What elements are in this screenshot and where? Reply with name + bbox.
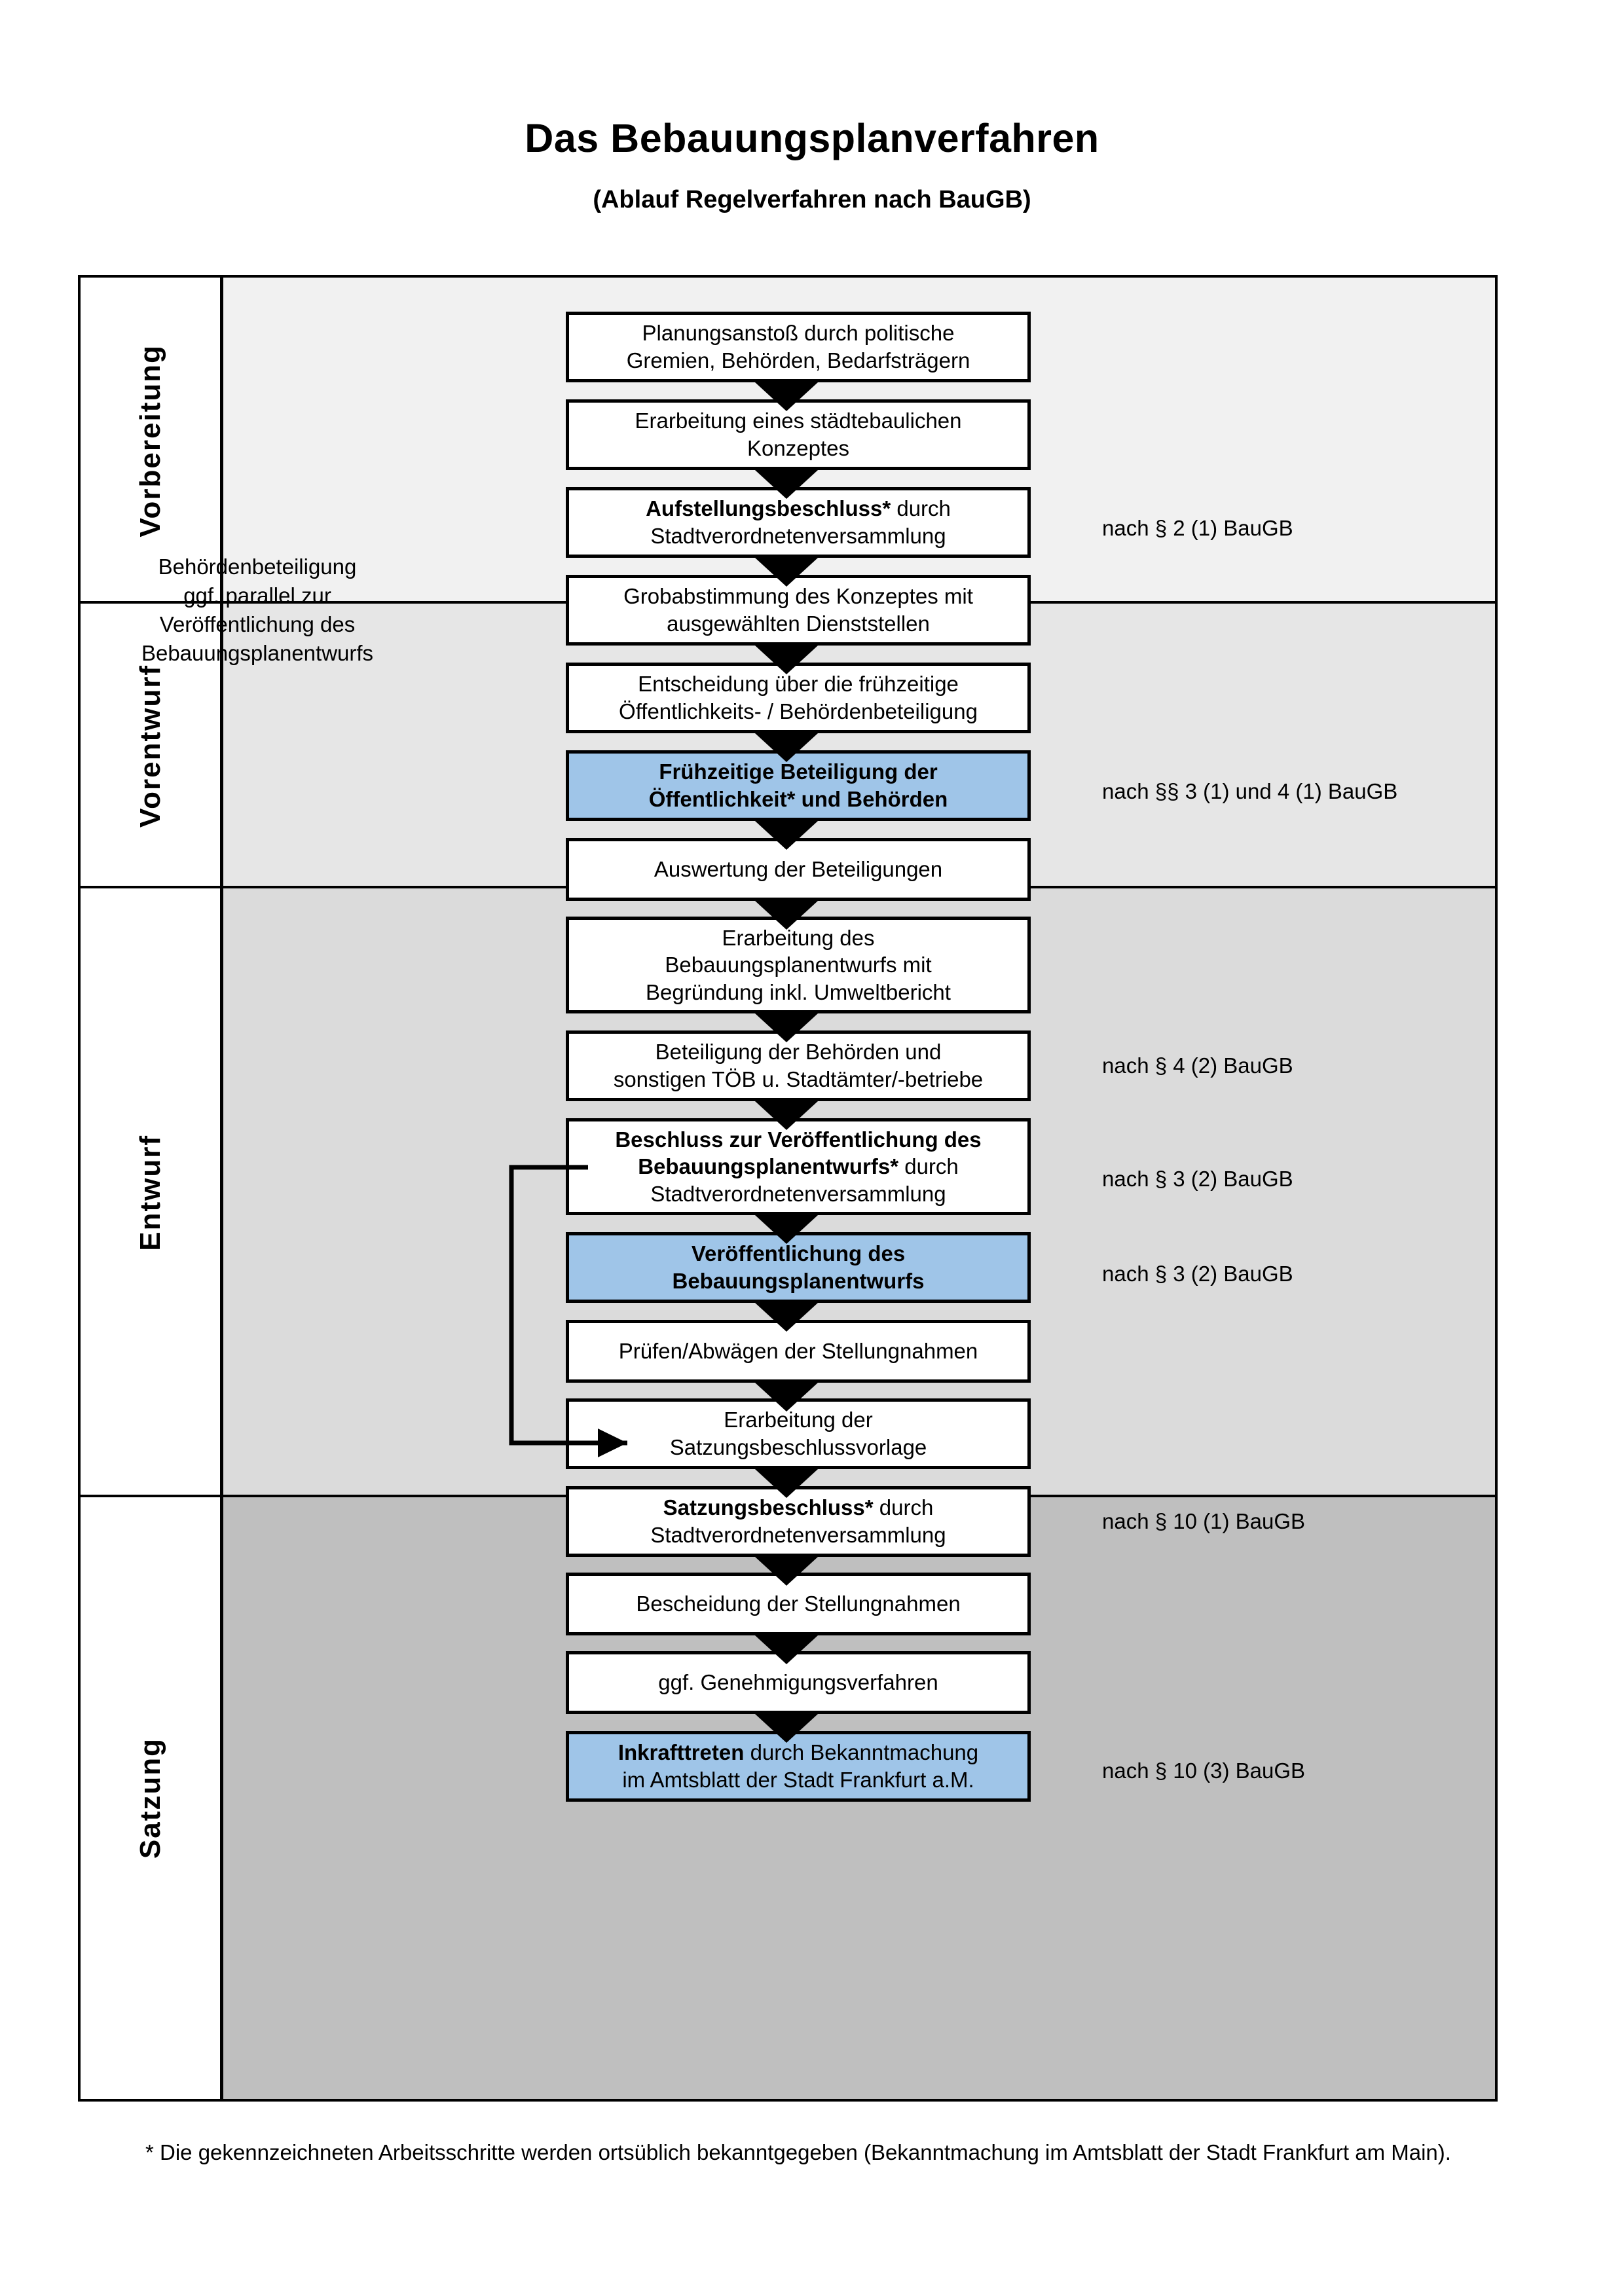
phase-label-cell-vorentwurf: Vorentwurf: [81, 604, 223, 888]
legal-ref-par10-1: nach § 10 (1) BauGB: [1102, 1509, 1306, 1533]
arrow-down-icon-8: [755, 1013, 818, 1042]
phase-label-entwurf: Entwurf: [134, 1135, 166, 1251]
side-note-line-1: Behördenbeteiligung: [158, 555, 357, 579]
arrow-down-icon-15: [755, 1635, 818, 1664]
step-text-pruefen-abwaegen: Prüfen/Abwägen der Stellungnahmen: [618, 1339, 978, 1364]
side-note-line-2: ggf. parallel zur: [183, 583, 331, 608]
arrow-down-icon-11: [755, 1303, 818, 1332]
arrow-down-icon-4: [755, 646, 818, 674]
side-note-line-4: Bebauungsplanentwurfs: [141, 640, 374, 665]
legal-ref-par10-3: nach § 10 (3) BauGB: [1102, 1758, 1306, 1783]
arrow-down-icon-16: [755, 1714, 818, 1743]
phase-label-vorbereitung: Vorbereitung: [134, 344, 166, 538]
footnote: * Die gekennzeichneten Arbeitsschritte w…: [145, 2140, 1451, 2164]
phase-label-satzung: Satzung: [134, 1737, 166, 1859]
arrow-down-icon-13: [755, 1469, 818, 1498]
step-text-genehmigungsverfahren: ggf. Genehmigungsverfahren: [658, 1670, 938, 1695]
arrow-down-icon-6: [755, 821, 818, 850]
arrow-down-icon-14: [755, 1557, 818, 1586]
legal-ref-par3-2a: nach § 3 (2) BauGB: [1102, 1167, 1293, 1191]
arrow-down-icon-2: [755, 470, 818, 499]
arrow-down-icon-3: [755, 558, 818, 587]
page-header: Das Bebauungsplanverfahren (Ablauf Regel…: [0, 0, 1624, 214]
step-text-bescheidung: Bescheidung der Stellungnahmen: [636, 1592, 961, 1616]
arrow-down-icon-10: [755, 1215, 818, 1244]
arrow-down-icon-9: [755, 1101, 818, 1130]
legal-ref-par4-2: nach § 4 (2) BauGB: [1102, 1053, 1293, 1078]
phase-label-cell-satzung: Satzung: [81, 1497, 223, 2099]
phase-label-vorentwurf: Vorentwurf: [134, 665, 166, 828]
arrow-down-icon-1: [755, 382, 818, 411]
arrow-down-icon-7: [755, 901, 818, 930]
phase-label-cell-entwurf: Entwurf: [81, 888, 223, 1497]
legal-ref-par3-2b: nach § 3 (2) BauGB: [1102, 1262, 1293, 1286]
page-title: Das Bebauungsplanverfahren: [525, 116, 1099, 160]
page-subtitle: (Ablauf Regelverfahren nach BauGB): [593, 186, 1031, 214]
legal-ref-par2-1: nach § 2 (1) BauGB: [1102, 516, 1293, 540]
phase-label-cell-vorbereitung: Vorbereitung: [81, 278, 223, 604]
step-text-auswertung: Auswertung der Beteiligungen: [654, 857, 943, 882]
side-note-behoerdenbeteiligung: Behördenbeteiligung ggf. parallel zur Ve…: [100, 553, 415, 668]
flowchart-frame: Vorbereitung Vorentwurf Entwurf Satzung …: [78, 275, 1498, 2102]
legal-ref-par3-4-1: nach §§ 3 (1) und 4 (1) BauGB: [1102, 779, 1398, 803]
arrow-down-icon-12: [755, 1383, 818, 1412]
arrow-down-icon-5: [755, 733, 818, 762]
side-note-line-3: Veröffentlichung des: [159, 611, 356, 636]
